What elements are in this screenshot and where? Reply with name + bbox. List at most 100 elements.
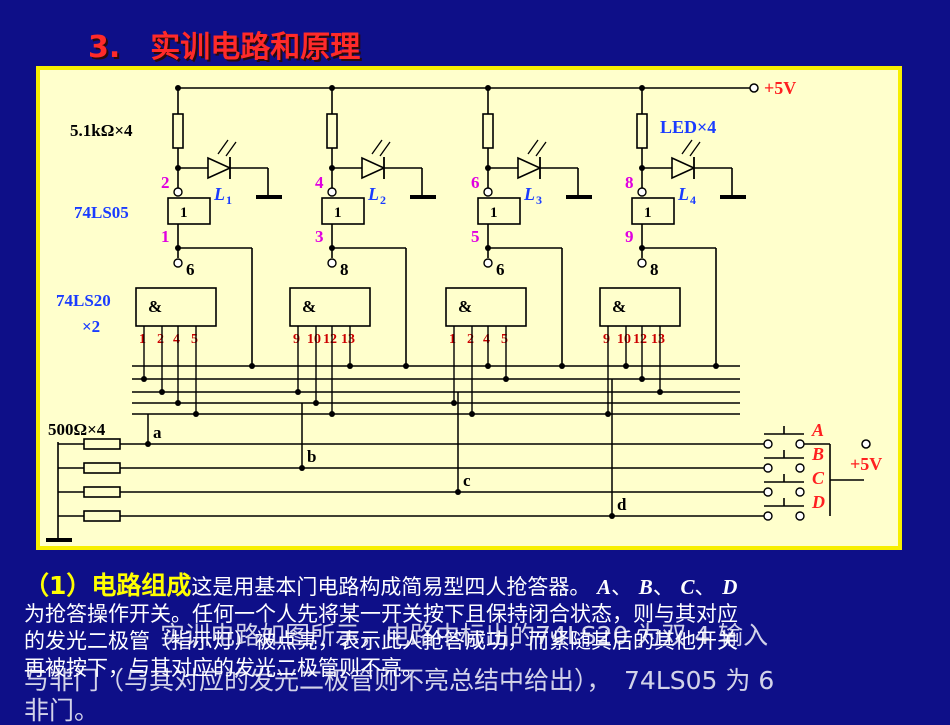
- junction-dot: [299, 465, 305, 471]
- junction-dot: [141, 376, 147, 382]
- junction-dot: [469, 411, 475, 417]
- junction-dot: [609, 513, 615, 519]
- switch-contact: [795, 439, 805, 449]
- nand-symbol: &: [612, 297, 626, 316]
- switch-label-B: B: [811, 444, 824, 464]
- resistor-top-label: 5.1kΩ×4: [70, 121, 133, 140]
- nand-input-pin: 4: [483, 332, 490, 347]
- led-3: [517, 156, 542, 180]
- junction-dot: [485, 85, 491, 91]
- switch-d-text: D: [722, 575, 738, 599]
- ground-2: [410, 195, 436, 199]
- ic20-label-2: ×2: [82, 317, 100, 336]
- nand-gate-1: [135, 287, 217, 327]
- title-text: 实训电路和原理: [150, 30, 361, 65]
- nand-bubble: [483, 258, 493, 268]
- junction-dot: [451, 400, 457, 406]
- pin-top-2: 4: [315, 173, 324, 192]
- circuit-svg: +5V 5.1kΩ×4 LED×4 74LS05 74LS20 ×2 500Ω×…: [46, 78, 882, 542]
- nand-input-pin: 12: [323, 332, 337, 347]
- nand-out-1: 6: [186, 260, 195, 279]
- led-label: LED×4: [660, 117, 716, 137]
- pin-bottom-1: 1: [161, 227, 170, 246]
- light-arrow: [527, 139, 539, 155]
- node-c: c: [463, 471, 471, 490]
- sep-3: 、: [694, 575, 716, 599]
- pin-top-3: 6: [471, 173, 480, 192]
- led-name-3: L: [523, 184, 535, 204]
- inverter-3: [477, 197, 521, 225]
- led-1: [207, 156, 232, 180]
- light-arrow: [535, 141, 547, 157]
- nand-input-pin: 5: [191, 332, 198, 347]
- junction-dot: [175, 400, 181, 406]
- overlap-line-2: 与非门（与其对应的发光二极管则不亮总结中给出）， 74LS05 为 6: [24, 666, 775, 695]
- junction-dot: [713, 363, 719, 369]
- nand-out-2: 8: [340, 260, 349, 279]
- nand-gate-2: [289, 287, 371, 327]
- nand-input-pin: 9: [603, 332, 610, 347]
- pin-top-1: 2: [161, 173, 170, 192]
- junction-dot: [329, 411, 335, 417]
- inverter-4: [631, 197, 675, 225]
- led-sub-4: 4: [690, 193, 696, 207]
- light-arrow: [681, 139, 693, 155]
- inverter-symbol: 1: [490, 205, 498, 221]
- ground-3: [566, 195, 592, 199]
- led-4: [671, 156, 696, 180]
- vcc-switch-label: +5V: [850, 454, 882, 474]
- junction-dot: [455, 489, 461, 495]
- ground-4: [720, 195, 746, 199]
- nand-input-pin: 4: [173, 332, 180, 347]
- pullup-resistor-3: [482, 113, 494, 149]
- inverter-symbol: 1: [334, 205, 342, 221]
- inverter-bubble: [327, 187, 337, 197]
- pin-bottom-4: 9: [625, 227, 634, 246]
- junction-dot: [503, 376, 509, 382]
- nand-input-pin: 1: [139, 332, 146, 347]
- nand-input-pin: 9: [293, 332, 300, 347]
- nand-input-pin: 2: [467, 332, 474, 347]
- junction-dot: [295, 389, 301, 395]
- switch-contact: [763, 511, 773, 521]
- nand-symbol: &: [302, 297, 316, 316]
- resistor-bottom-label: 500Ω×4: [48, 420, 106, 439]
- ground-1: [256, 195, 282, 199]
- junction-dot: [313, 400, 319, 406]
- nand-bubble: [637, 258, 647, 268]
- light-arrow: [689, 141, 701, 157]
- sep-1: 、: [611, 575, 633, 599]
- light-arrow: [371, 139, 383, 155]
- nand-input-pin: 12: [633, 332, 647, 347]
- junction-dot: [249, 363, 255, 369]
- switch-contact: [763, 439, 773, 449]
- light-arrow: [225, 141, 237, 157]
- switch-contact: [795, 511, 805, 521]
- nand-gate-4: [599, 287, 681, 327]
- nand-bubble: [173, 258, 183, 268]
- nand-out-4: 8: [650, 260, 659, 279]
- junction-dot: [175, 85, 181, 91]
- nand-bubble: [327, 258, 337, 268]
- title-number: 3.: [88, 30, 121, 65]
- pin-bottom-2: 3: [315, 227, 324, 246]
- nand-gate-3: [445, 287, 527, 327]
- junction-dot: [347, 363, 353, 369]
- switch-a-text: A: [597, 575, 612, 599]
- paragraph-line-3: 的发光二极管（指示灯）被点亮，表示此人抢答成功，而紧随其后的其他开关: [24, 629, 738, 653]
- circuit-diagram: +5V 5.1kΩ×4 LED×4 74LS05 74LS20 ×2 500Ω×…: [36, 66, 902, 550]
- switch-contact: [795, 463, 805, 473]
- junction-dot: [639, 376, 645, 382]
- inverter-bubble: [637, 187, 647, 197]
- inverter-symbol: 1: [644, 205, 652, 221]
- vcc-switch-terminal: [861, 439, 871, 449]
- switch-label-D: D: [811, 492, 825, 512]
- pullup-resistor-2: [326, 113, 338, 149]
- junction-dot: [623, 363, 629, 369]
- led-name-2: L: [367, 184, 379, 204]
- nand-out-3: 6: [496, 260, 505, 279]
- node-d: d: [617, 495, 627, 514]
- nand-input-pin: 2: [157, 332, 164, 347]
- node-b: b: [307, 447, 316, 466]
- junction-dot: [145, 441, 151, 447]
